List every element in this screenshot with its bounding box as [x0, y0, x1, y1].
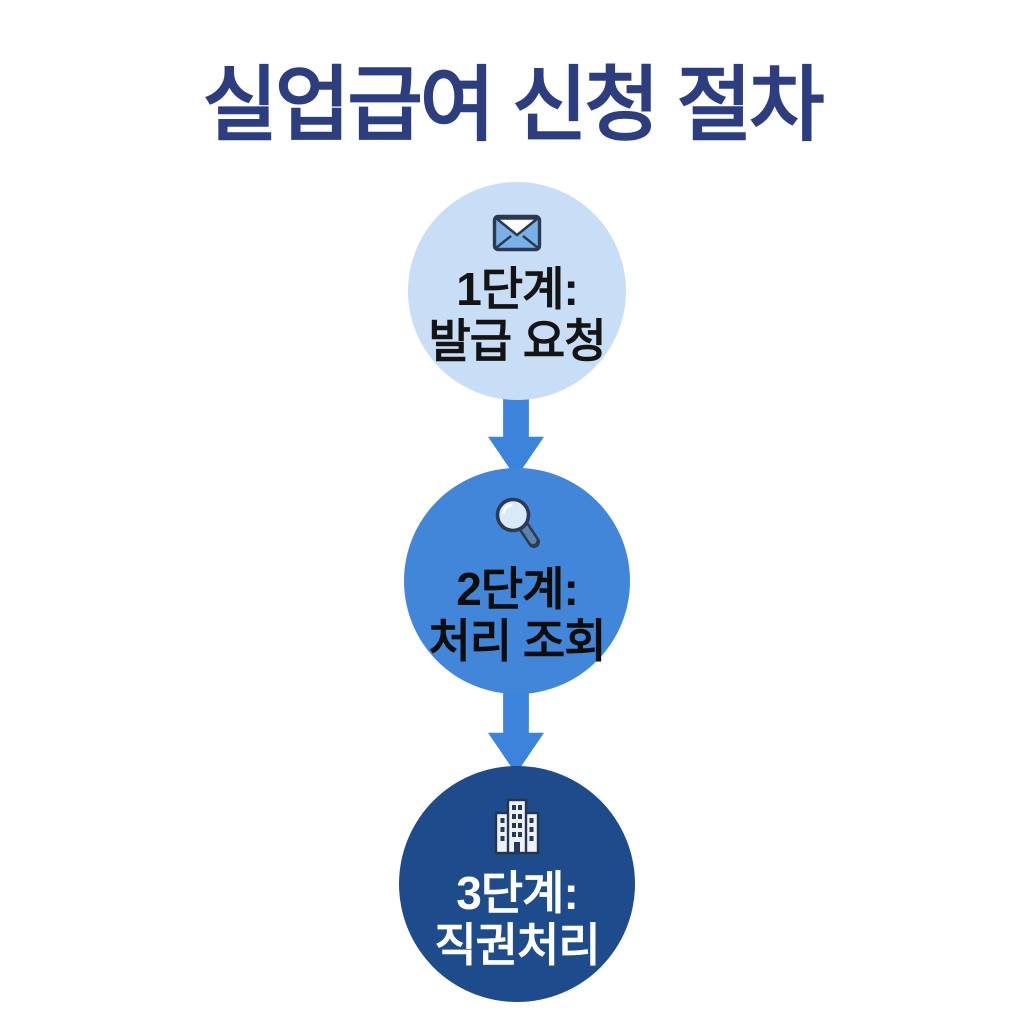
step-1-line2: 발급 요청: [428, 315, 606, 367]
down-arrow-1: [488, 392, 544, 478]
step-3-label: 3단계: 직권처리: [434, 867, 600, 971]
page-title: 실업급여 신청 절차: [202, 60, 824, 151]
step-3-line1: 3단계:: [456, 867, 579, 920]
step-1-line1: 1단계:: [456, 263, 579, 316]
step-1-label: 1단계: 발급 요청: [428, 263, 606, 367]
down-arrow-2: [488, 688, 544, 774]
step-1-circle: 1단계: 발급 요청: [408, 182, 626, 400]
step-2-circle: 2단계: 처리 조회: [404, 468, 630, 694]
step-2-line1: 2단계:: [456, 563, 579, 616]
step-2-label: 2단계: 처리 조회: [428, 563, 606, 667]
step-3-circle: 3단계: 직권처리: [399, 766, 635, 1002]
step-3-line2: 직권처리: [434, 919, 600, 971]
magnifier-icon: [490, 494, 544, 552]
step-2-line2: 처리 조회: [428, 615, 606, 667]
building-icon: [488, 796, 546, 856]
envelope-icon: [492, 214, 542, 252]
